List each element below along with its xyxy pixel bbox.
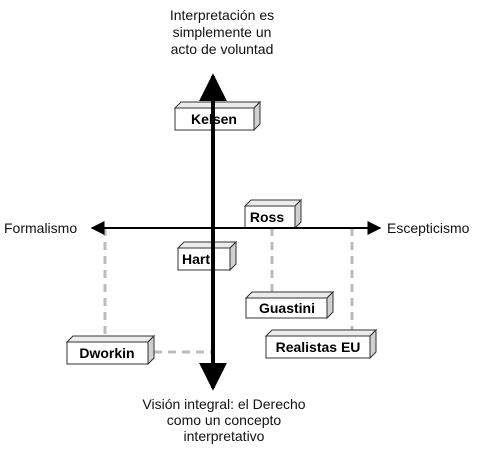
author-realistas: Realistas EU [276, 339, 361, 355]
top-label-line-1: Interpretación es [170, 7, 274, 23]
top-label-line-2: simplemente un [173, 24, 272, 40]
right-label: Escepticismo [387, 220, 470, 236]
box-kelsen: Kelsen [173, 100, 262, 132]
box-realistas: Realistas EU [264, 328, 378, 360]
box-dworkin: Dworkin [65, 334, 156, 366]
bottom-label-line-3: interpretativo [184, 428, 265, 444]
top-label-line-3: acto de voluntad [171, 41, 274, 57]
author-dworkin: Dworkin [79, 345, 134, 361]
bottom-label-line-2: como un concepto [167, 412, 282, 428]
box-hart: Hart [176, 240, 238, 272]
bottom-label-line-1: Visión integral: el Derecho [142, 396, 305, 412]
box-ross: Ross [243, 198, 303, 230]
box-guastini: Guastini [244, 290, 335, 320]
author-ross: Ross [250, 209, 284, 225]
author-hart: Hart [182, 251, 210, 267]
author-guastini: Guastini [259, 300, 315, 316]
left-label: Formalismo [4, 220, 77, 236]
